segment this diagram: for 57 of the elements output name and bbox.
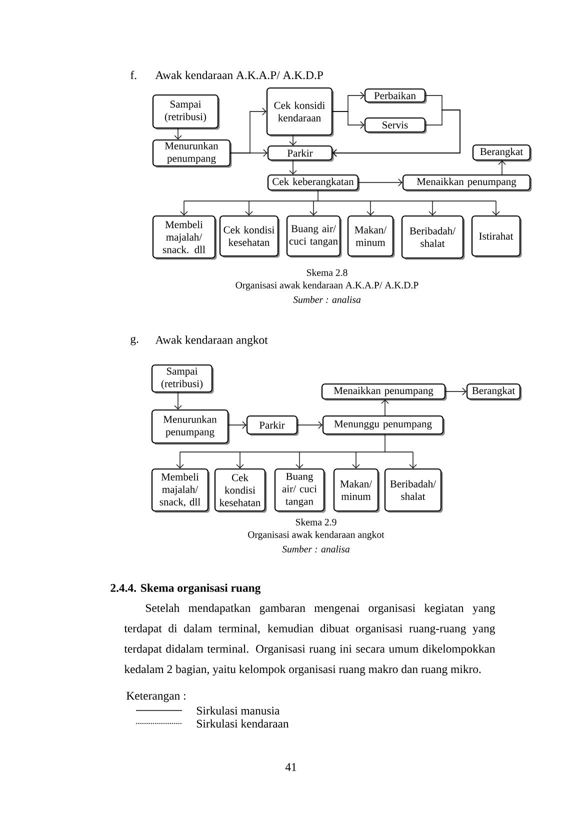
activity-box: Cek kondisi kesehatan	[214, 468, 267, 513]
branching-arrow	[176, 434, 417, 468]
activity-box: Berangkat	[472, 144, 532, 162]
legend-label: Sirkulasi manusia	[196, 706, 280, 715]
activity-box: Makan/ minum	[347, 215, 395, 258]
activity-box: Parkir	[267, 145, 334, 162]
arrow	[445, 388, 466, 396]
arrow	[358, 178, 402, 186]
activity-box: Cek kondisi kesehatan	[219, 215, 280, 258]
activity-box: Menaikkan penumpang	[321, 383, 447, 401]
legend-label: Sirkulasi kendaraan	[196, 719, 289, 728]
section-heading: 2.4.4. Skema organisasi ruang	[110, 584, 261, 594]
arrow	[297, 421, 322, 429]
subheading: Awak kendaraan angkot	[155, 336, 268, 346]
activity-box: Parkir	[246, 415, 299, 436]
arrow	[174, 392, 182, 410]
activity-box: Berangkat	[466, 383, 522, 401]
list-marker: f.	[130, 70, 136, 80]
activity-box: Makan/ minum	[333, 468, 380, 513]
arrow	[332, 111, 364, 129]
figure-number: Skema 2.8	[306, 269, 348, 276]
arrow	[174, 128, 182, 140]
figure-number: Skema 2.9	[296, 518, 336, 526]
activity-box: Menaikkan penumpang	[402, 174, 532, 192]
activity-box: Perbaikan	[364, 88, 427, 104]
subheading: Awak kendaraan A.K.A.P/ A.K.D.P	[155, 70, 323, 80]
legend-title: Keterangan :	[126, 692, 186, 702]
arrow	[381, 400, 389, 416]
activity-box: Buang air/ cuci tangan	[274, 468, 326, 513]
activity-box: Beribadah/ shalat	[401, 215, 465, 260]
activity-box: Servis	[364, 117, 427, 134]
arrow	[332, 110, 460, 157]
activity-box: Sampai (retribusi)	[151, 364, 214, 394]
arrow	[498, 160, 506, 175]
activity-box: Cek konsidi kendaraan	[266, 87, 334, 137]
arrow	[289, 135, 297, 146]
arrow	[228, 421, 246, 429]
arrow	[289, 160, 297, 174]
activity-box: Cek keberangkatan	[267, 174, 360, 192]
activity-box: Istirahat	[471, 215, 522, 258]
body-paragraph: Setelah mendapatkan gambaran mengenai organisasi kegiatan yang terdapat di dalam terminal, kemudian dibuat organisasi ruang-ruang yang terdapat didalam terminal. Organisasi ruang ini secara umum dikelompokkan kedalam 2 bagian, yaitu kelompok organisasi ruang makro dan ruang mikro.	[124, 604, 496, 676]
activity-box: Sampai (retribusi)	[152, 94, 220, 130]
figure-caption: Organisasi awak kendaraan angkot	[248, 531, 384, 540]
list-marker: g.	[130, 336, 138, 346]
branching-arrow	[180, 190, 500, 216]
figure-caption: Organisasi awak kendaraan A.K.A.P/ A.K.D.P	[236, 282, 418, 290]
activity-box: Membeli majalah/ snack. dll	[152, 215, 217, 260]
source-note: Sumber : analisa	[282, 546, 350, 552]
activity-box: Beribadah/ shalat	[384, 468, 443, 513]
activity-box: Menurunkan penumpang	[152, 139, 232, 168]
source-note: Sumber : analisa	[293, 296, 361, 303]
page-number: 41	[285, 763, 296, 771]
activity-box: Buang air/ cuci tangan	[286, 215, 342, 258]
activity-box: Menurunkan penumpang	[151, 409, 230, 445]
activity-box: Menunggu penumpang	[322, 415, 445, 436]
arrow	[230, 149, 268, 157]
activity-box: Membeli majalah/ snack, dll	[151, 468, 210, 513]
